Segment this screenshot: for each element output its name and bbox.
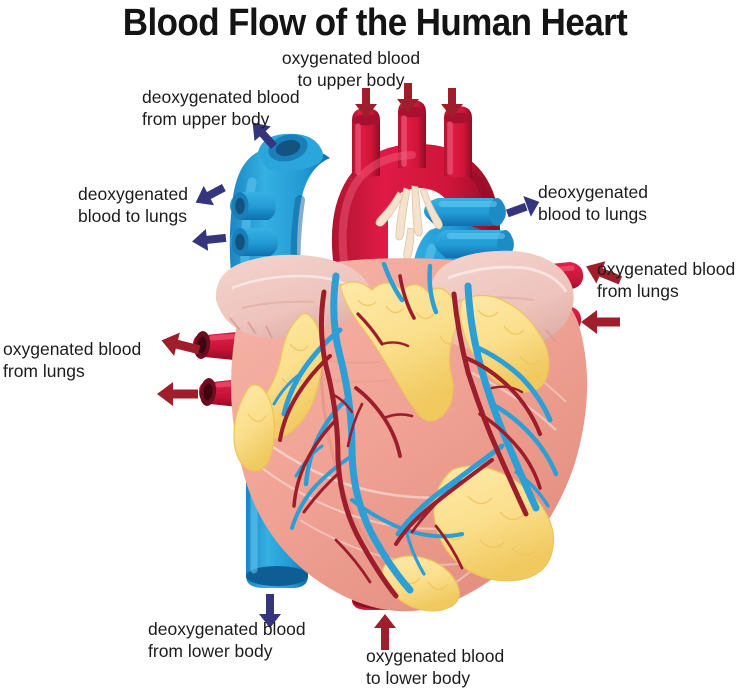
label-deoxygenated-to-lungs-right: deoxygenated blood to lungs [538,182,648,224]
arrow-oxygenated-from-lungs-right [581,261,623,334]
label-oxygenated-to-lower-body: oxygenated blood to lower body [366,646,505,688]
label-deoxygenated-from-upper-body: deoxygenated blood from upper body [142,87,300,129]
right-pulmonary-artery [424,198,506,226]
page-title: Blood Flow of the Human Heart [122,2,628,44]
epicardial-fat [233,281,555,612]
arrow-oxygenated-from-lungs-left [157,332,201,406]
arrow-deoxygenated-to-lungs-left [192,184,227,251]
arrow-deoxygenated-from-lower-body [259,594,281,628]
label-deoxygenated-to-lungs-left: deoxygenated blood to lungs [78,184,188,226]
arrow-oxygenated-to-lower-body [374,614,396,650]
arrow-deoxygenated-to-lungs-right [505,196,540,218]
label-oxygenated-from-lungs-right: oxygenated blood from lungs [597,259,736,301]
left-pulmonary-artery-branches [230,192,278,256]
label-oxygenated-to-upper-body: oxygenated blood to upper body [281,48,421,90]
arrows-group [157,83,623,650]
heart-body [215,250,588,612]
ligamentum-arteriosum [375,185,443,260]
label-oxygenated-from-lungs-left: oxygenated blood from lungs [3,339,142,381]
coronary-arteries [278,274,542,599]
arrow-oxygenated-to-upper-body [355,83,463,118]
label-deoxygenated-from-lower-body: deoxygenated blood from lower body [148,619,306,661]
arrow-deoxygenated-from-upper-body [252,122,278,150]
